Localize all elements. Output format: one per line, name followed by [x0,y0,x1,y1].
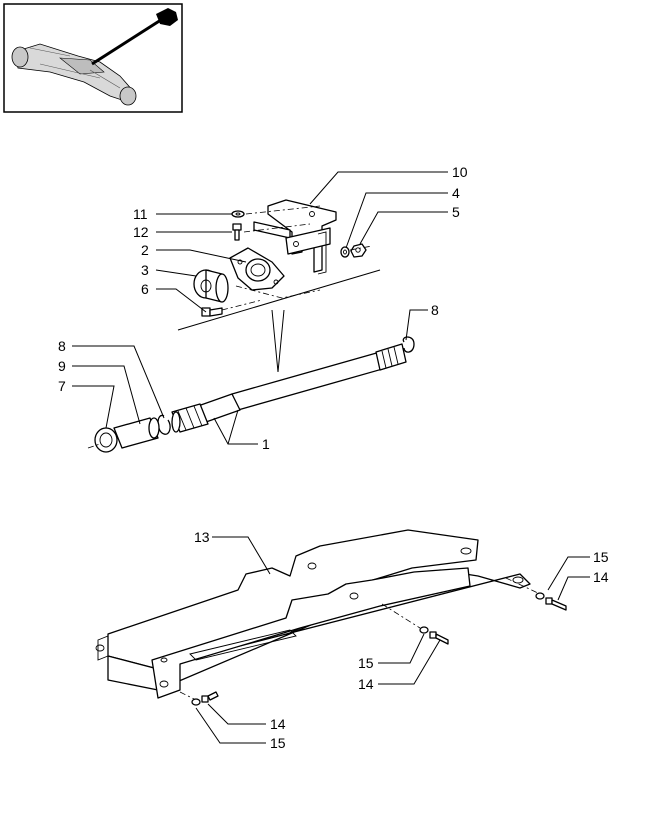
shaft-assembly [87,336,415,453]
leader-lines [72,171,590,744]
callout-15-right: 15 [593,549,609,565]
callout-13: 13 [194,529,210,545]
callout-14-mid: 14 [358,676,374,692]
callout-10: 10 [452,164,468,180]
callout-15-mid: 15 [358,655,374,671]
callout-8-right: 8 [431,302,439,318]
callout-5: 5 [452,204,460,220]
callout-12: 12 [133,224,149,240]
callout-6: 6 [141,281,149,297]
assembly-guide-lines [177,269,381,373]
locator-thumbnail [3,3,183,113]
callout-8-left: 8 [58,338,66,354]
bracket-assembly [193,199,373,317]
axle-thumbnail-image [11,43,137,106]
callout-4: 4 [452,185,460,201]
callout-3: 3 [141,262,149,278]
callout-9: 9 [58,358,66,374]
callout-1: 1 [262,436,270,452]
callout-15-bottom: 15 [270,735,286,751]
callout-11: 11 [133,206,148,222]
callout-14-right: 14 [593,569,609,585]
callout-14-bottom: 14 [270,716,286,732]
callout-labels: 10 4 5 11 12 2 3 6 8 8 9 7 1 13 15 14 15… [58,164,609,751]
callout-2: 2 [141,242,149,258]
frame-assembly [95,529,567,706]
pointer-marker-icon [156,8,178,26]
callout-7: 7 [58,378,66,394]
